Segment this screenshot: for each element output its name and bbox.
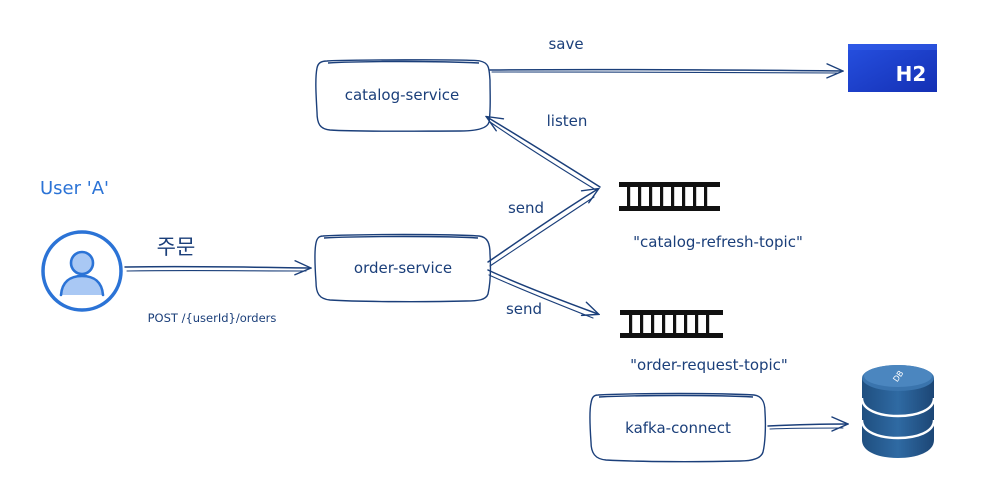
h2-logo-label: H2 bbox=[896, 62, 927, 86]
h2-database-icon: H2 bbox=[848, 44, 937, 92]
order-service-box-outline bbox=[314, 233, 492, 303]
send-catalog-label: send bbox=[508, 199, 544, 217]
kafka-connect-node[interactable]: kafka-connect bbox=[589, 392, 767, 463]
order-queue-icon bbox=[620, 310, 723, 338]
order-request-edge: 주문 POST /{userId}/orders bbox=[124, 235, 310, 325]
send-catalog-arrow-sketch bbox=[489, 196, 595, 267]
order-action-label: 주문 bbox=[157, 235, 196, 259]
kafka-connect-box-outline bbox=[589, 392, 767, 463]
catalog-service-node[interactable]: catalog-service bbox=[315, 59, 491, 132]
user-avatar-icon bbox=[59, 250, 105, 297]
order-service-node[interactable]: order-service bbox=[314, 233, 492, 303]
catalog-service-label: catalog-service bbox=[345, 86, 460, 104]
kafka-connect-label: kafka-connect bbox=[625, 419, 731, 437]
listen-edge: listen bbox=[487, 112, 601, 191]
sink-arrow-sketch bbox=[769, 427, 844, 430]
send-order-edge: send bbox=[487, 269, 598, 319]
sink-edge bbox=[767, 424, 847, 430]
sink-arrow bbox=[767, 424, 847, 426]
send-order-label: send bbox=[506, 300, 542, 318]
order-request-topic-node[interactable]: "order-request-topic" bbox=[620, 310, 788, 374]
send-order-arrow bbox=[487, 269, 598, 314]
order-service-box-sketch bbox=[323, 235, 479, 239]
user-avatar-ring bbox=[41, 230, 123, 312]
catalog-service-box-outline bbox=[315, 59, 491, 132]
user-a-label: User 'A' bbox=[40, 178, 109, 199]
save-arrow bbox=[489, 70, 842, 71]
send-catalog-edge: send bbox=[487, 189, 598, 267]
h2-logo-highlight bbox=[848, 44, 937, 50]
catalog-refresh-topic-node[interactable]: "catalog-refresh-topic" bbox=[619, 182, 803, 251]
order-endpoint-label: POST /{userId}/orders bbox=[148, 311, 277, 325]
database-cylinder-icon: DB bbox=[860, 365, 936, 458]
order-request-arrow bbox=[124, 267, 310, 268]
catalog-refresh-topic-label: "catalog-refresh-topic" bbox=[633, 233, 803, 251]
listen-label: listen bbox=[547, 112, 588, 130]
listen-arrow bbox=[487, 117, 601, 188]
listen-arrow-sketch bbox=[489, 121, 597, 191]
catalog-service-box-sketch bbox=[327, 60, 480, 64]
save-arrow-sketch bbox=[491, 71, 839, 74]
save-edge: save bbox=[489, 35, 842, 74]
save-label: save bbox=[548, 35, 583, 53]
send-catalog-arrow bbox=[487, 189, 598, 263]
order-request-topic-label: "order-request-topic" bbox=[630, 356, 788, 374]
send-order-arrow-sketch bbox=[488, 274, 594, 319]
catalog-queue-icon bbox=[619, 182, 720, 211]
h2-logo-background bbox=[848, 44, 937, 92]
kafka-connect-box-sketch bbox=[598, 394, 754, 398]
user-node[interactable] bbox=[41, 230, 123, 312]
order-service-label: order-service bbox=[354, 259, 452, 277]
